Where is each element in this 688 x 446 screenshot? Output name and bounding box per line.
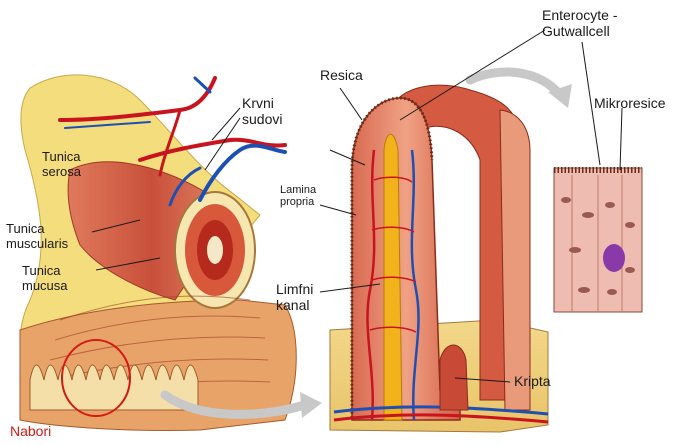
intestine-tube: [20, 75, 296, 431]
cell-block: [554, 168, 642, 312]
villus: [330, 85, 548, 432]
